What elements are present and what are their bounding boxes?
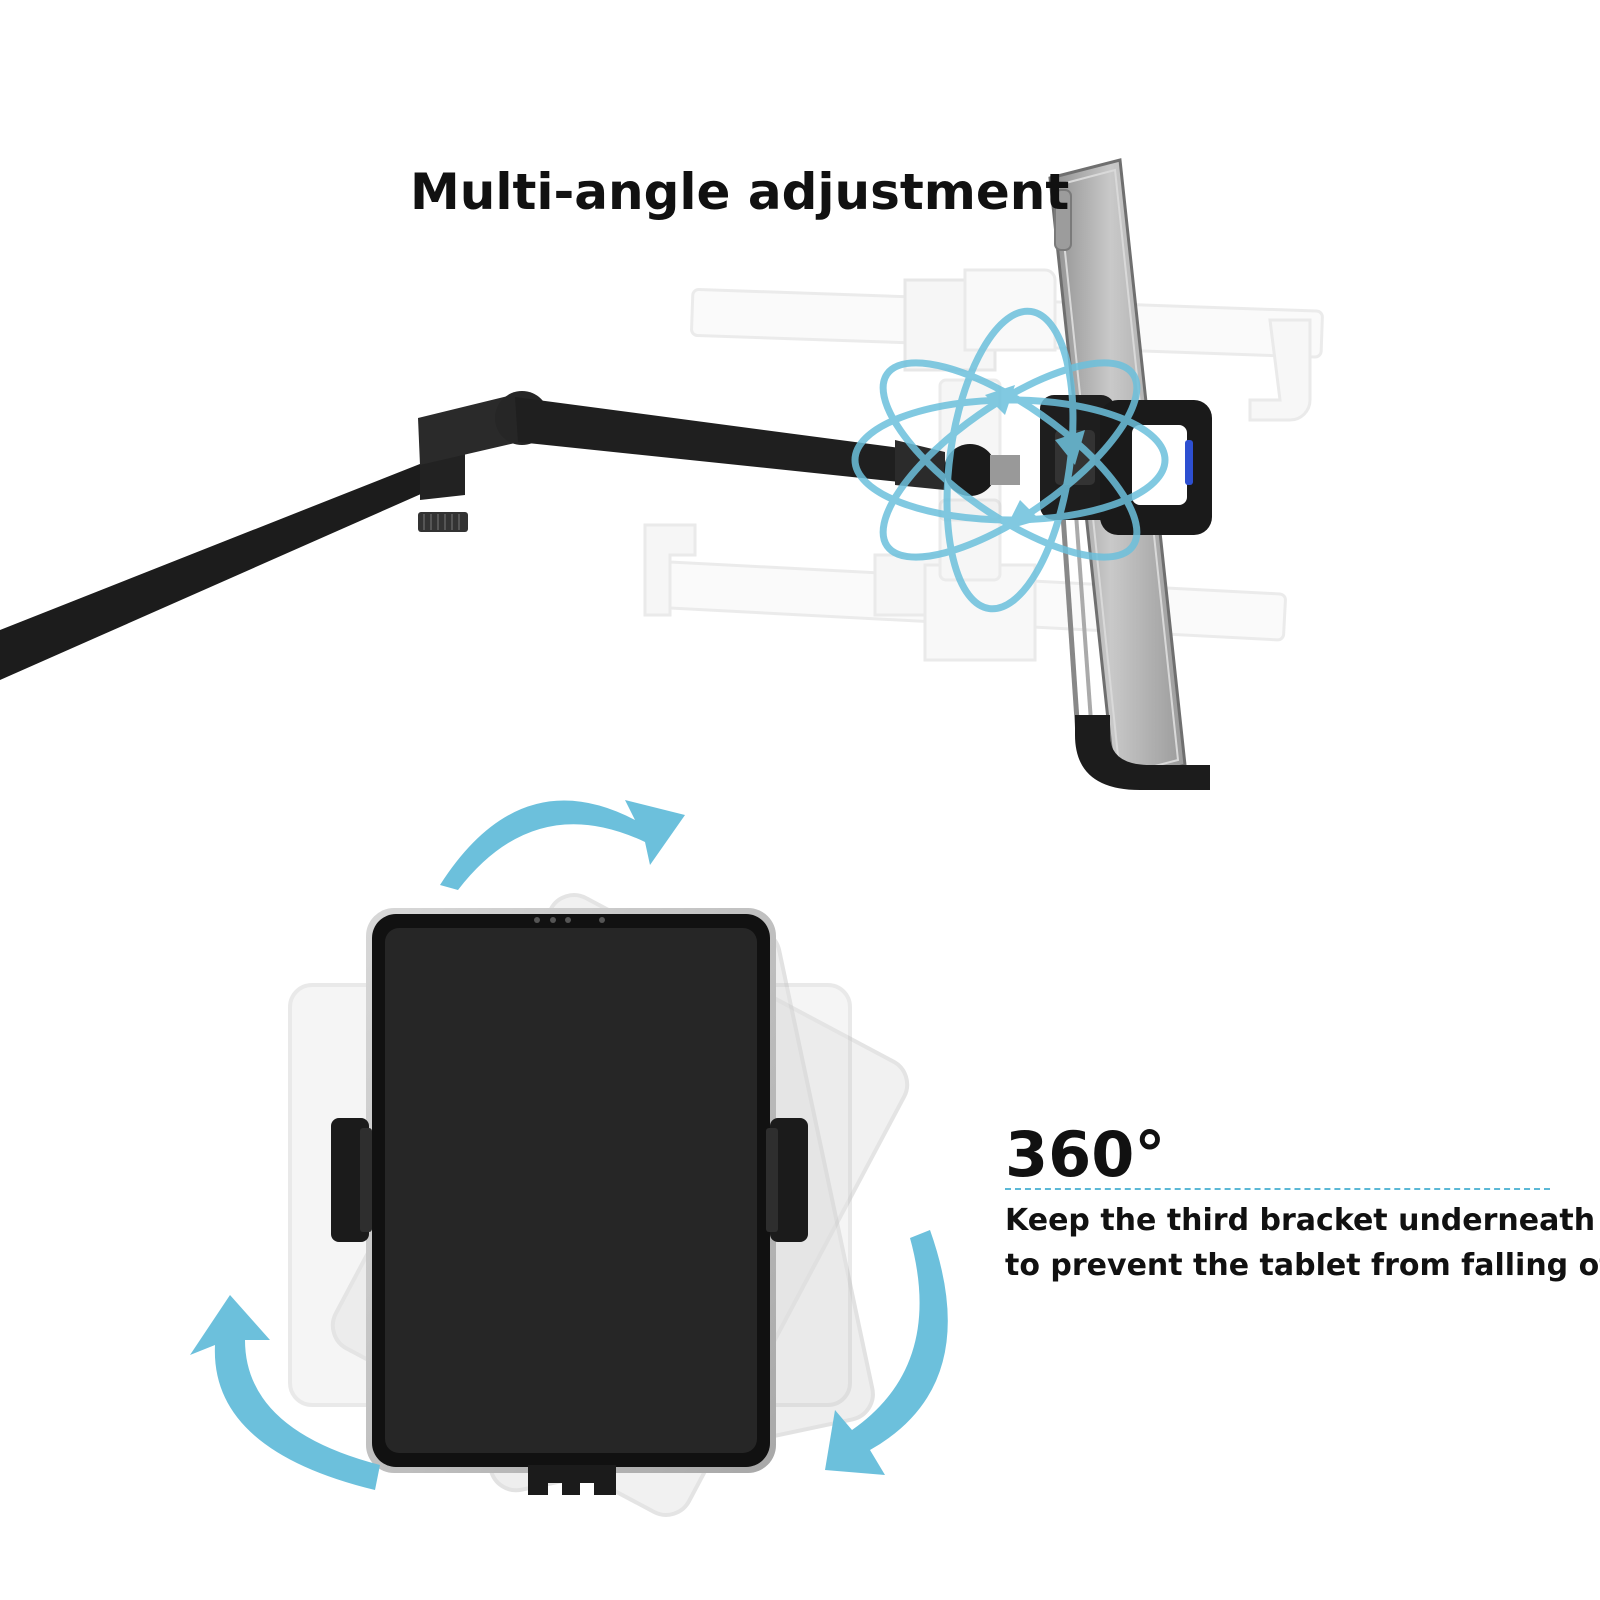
- swivel-orbit-icon: [851, 307, 1169, 613]
- caption-line: to prevent the tablet from falling off: [1005, 1248, 1600, 1283]
- tablet: [366, 908, 776, 1473]
- side-clamp-left: [331, 1118, 372, 1242]
- rotation-degrees: 360°: [1005, 1118, 1166, 1191]
- rotation-caption: Keep the third bracket underneath to pre…: [1005, 1198, 1600, 1288]
- page-title: Multi-angle adjustment: [410, 163, 1070, 221]
- caption-line: Keep the third bracket underneath: [1005, 1203, 1596, 1238]
- mounting-arm: [0, 391, 1020, 680]
- rotate-arrow-icon: [190, 800, 948, 1490]
- dashed-divider: [1005, 1188, 1550, 1190]
- bottom-bracket: [528, 1465, 616, 1495]
- side-clamp-right: [766, 1118, 808, 1242]
